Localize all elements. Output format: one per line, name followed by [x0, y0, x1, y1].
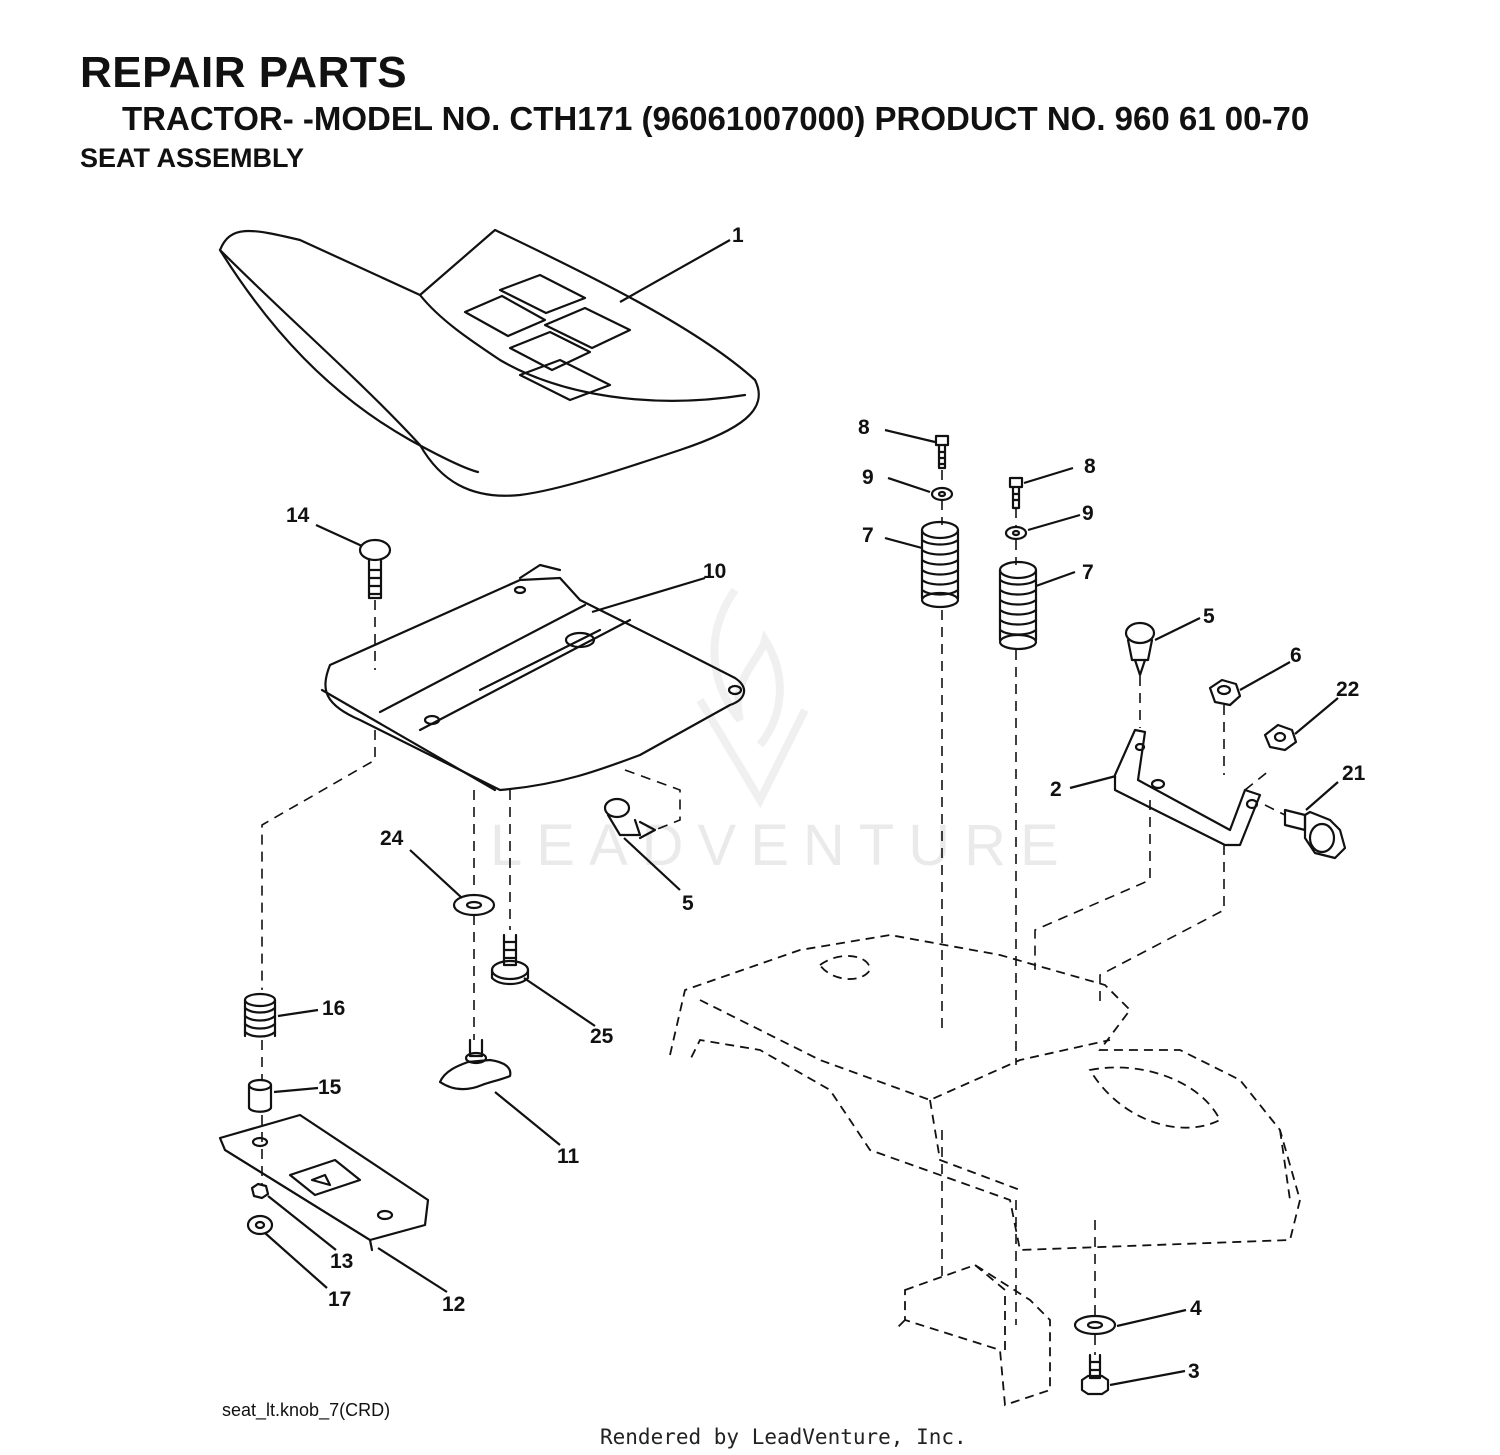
model-subtitle: TRACTOR- -MODEL NO. CTH171 (96061007000)… — [122, 100, 1310, 137]
section-title: SEAT ASSEMBLY — [80, 143, 305, 173]
spring-16-part — [243, 992, 277, 1038]
callout-25: 25 — [590, 1025, 614, 1048]
spacer-15-part — [247, 1078, 273, 1113]
watermark-text: LEADVENTURE — [490, 813, 1073, 878]
drawing-file-id: seat_lt.knob_7(CRD) — [222, 1400, 391, 1420]
leader-lines — [264, 239, 1339, 1387]
bolt-8-left — [934, 434, 950, 470]
tractor-fender-reference — [669, 934, 1301, 1407]
callout-3: 3 — [1188, 1360, 1200, 1383]
callout-1: 1 — [732, 224, 744, 247]
nut-22-part — [1263, 723, 1298, 752]
callout-2: 2 — [1050, 778, 1062, 801]
seat-part — [218, 228, 760, 497]
callout-8-left: 8 — [858, 416, 870, 439]
bolt-8-right — [1008, 476, 1024, 510]
callout-12: 12 — [442, 1293, 465, 1316]
callout-24: 24 — [380, 827, 404, 850]
callout-5-upper: 5 — [1203, 605, 1215, 628]
callout-21: 21 — [1342, 762, 1366, 785]
render-credit: Rendered by LeadVenture, Inc. — [600, 1425, 967, 1449]
callout-6: 6 — [1290, 644, 1302, 667]
lock-nut-13-part — [250, 1182, 270, 1200]
washer-24-part — [452, 893, 496, 917]
callout-14: 14 — [286, 504, 310, 527]
bracket-2-part — [1113, 728, 1262, 847]
callout-11: 11 — [557, 1145, 580, 1168]
washer-9-right — [1004, 525, 1028, 541]
shoulder-bolt-21-part — [1283, 808, 1347, 860]
nut-17-part — [246, 1214, 274, 1236]
washer-4-part — [1073, 1314, 1117, 1336]
callout-9-right: 9 — [1082, 502, 1094, 525]
callout-16: 16 — [322, 997, 345, 1020]
callout-7-right: 7 — [1082, 561, 1094, 584]
callout-13: 13 — [330, 1250, 353, 1273]
callout-4: 4 — [1190, 1297, 1202, 1320]
washer-9-left — [930, 486, 954, 502]
bolt-3-part — [1080, 1353, 1110, 1396]
carriage-bolt-part — [358, 538, 392, 600]
flame-logo-icon — [696, 587, 809, 809]
clip-5-upper — [1124, 621, 1156, 677]
seat-pan-part — [320, 563, 746, 792]
assembly-lines — [261, 470, 1286, 1355]
callout-5-lower: 5 — [682, 892, 694, 915]
page-title: REPAIR PARTS — [80, 48, 408, 97]
knob-11-part — [438, 1038, 512, 1091]
clip-5-lower — [603, 797, 657, 840]
callout-17: 17 — [328, 1288, 351, 1311]
callout-15: 15 — [318, 1076, 342, 1099]
callout-10: 10 — [703, 560, 726, 583]
spring-7-left — [920, 520, 960, 609]
nut-6-part — [1208, 678, 1242, 707]
callout-7-left: 7 — [862, 524, 874, 547]
bolt-25-part — [490, 933, 530, 986]
callout-9-left: 9 — [862, 466, 874, 489]
callout-8-right: 8 — [1084, 455, 1096, 478]
spring-7-right — [998, 560, 1038, 651]
plate-12-part — [218, 1113, 430, 1252]
callout-22: 22 — [1336, 678, 1359, 701]
